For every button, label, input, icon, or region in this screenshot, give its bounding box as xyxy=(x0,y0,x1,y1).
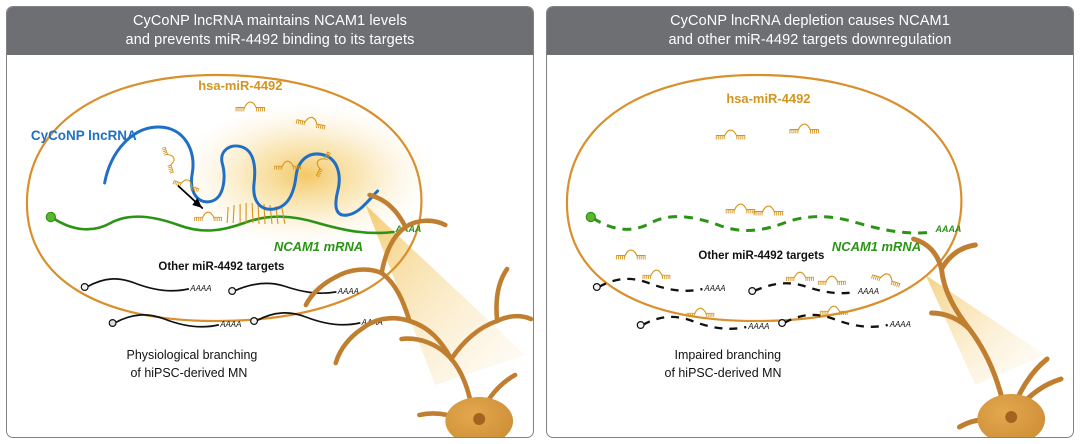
label-hsa-mir-4492: hsa-miR-4492 xyxy=(726,91,810,106)
mirna-bound-ncam1-2 xyxy=(753,205,784,216)
label-ncam1-mrna: NCAM1 mRNA xyxy=(832,239,921,254)
panel-right-header-text: CyCoNP lncRNA depletion causes NCAM1 and … xyxy=(669,12,952,50)
panel-right-body: AAAA hsa-miR-4492 NCAM1 mRNA Other miR-4… xyxy=(547,55,1073,437)
panel-left-header: CyCoNP lncRNA maintains NCAM1 levels and … xyxy=(7,7,533,55)
other-target-4: AAAA xyxy=(778,305,911,329)
caption-right-line1: Impaired branching xyxy=(675,348,782,362)
mirna-label-glyph-1 xyxy=(235,101,266,112)
ncam1-5prime-cap xyxy=(45,211,57,223)
mirna-free-2 xyxy=(789,123,820,134)
panel-left-header-line2: and prevents miR-4492 binding to its tar… xyxy=(125,32,415,48)
base-pair-ladder xyxy=(226,202,286,225)
mirna-bound-ncam1-1 xyxy=(725,203,756,214)
panel-left: CyCoNP lncRNA maintains NCAM1 levels and … xyxy=(6,6,534,438)
panel-right-header-line1: CyCoNP lncRNA depletion causes NCAM1 xyxy=(670,13,950,29)
cyconp-lncrna-strand xyxy=(103,125,380,217)
panel-left-body: AAAA xyxy=(7,55,533,437)
other-target-1-polya: AAAA xyxy=(189,284,211,293)
ncam1-mrna-strand-degraded: AAAA xyxy=(585,211,962,235)
mirna-free-1 xyxy=(715,129,746,140)
inhibition-arrow xyxy=(177,185,204,209)
ncam1-polya-tail: AAAA xyxy=(395,224,422,234)
caption-right-line2: of hiPSC-derived MN xyxy=(665,366,782,380)
panel-right: CyCoNP lncRNA depletion causes NCAM1 and … xyxy=(546,6,1074,438)
panel-right-header: CyCoNP lncRNA depletion causes NCAM1 and … xyxy=(547,7,1073,55)
other-target-2-polya: AAAA xyxy=(337,287,359,296)
cell-membrane xyxy=(565,73,963,323)
other-target-1: AAAA xyxy=(80,278,212,293)
other-target-3: AAAA xyxy=(108,314,241,329)
other-target-2: AAAA xyxy=(228,282,359,296)
other-target-4: AAAA xyxy=(250,312,383,327)
mirna-bound-to-lncrna-1 xyxy=(161,145,179,174)
label-cyconp-lncrna: CyCoNP lncRNA xyxy=(31,128,137,143)
other-target-3-polya: AAAA xyxy=(219,320,241,329)
other-target-2: AAAA xyxy=(748,271,879,296)
other-target-3: AAAA xyxy=(636,307,769,331)
ncam1-mrna-strand: AAAA xyxy=(45,211,422,235)
neuron-nucleus xyxy=(473,413,486,425)
ncam1-5prime-cap xyxy=(585,211,597,223)
panel-left-header-text: CyCoNP lncRNA maintains NCAM1 levels and … xyxy=(126,12,415,50)
label-other-targets: Other miR-4492 targets xyxy=(698,250,824,262)
label-hsa-mir-4492: hsa-miR-4492 xyxy=(198,78,282,93)
caption-left-line1: Physiological branching xyxy=(127,348,258,362)
label-other-targets: Other miR-4492 targets xyxy=(158,261,284,273)
panel-left-header-line1: CyCoNP lncRNA maintains NCAM1 levels xyxy=(132,13,408,29)
label-ncam1-mrna: NCAM1 mRNA xyxy=(274,239,363,254)
other-target-2-polya: AAAA xyxy=(857,287,879,296)
other-target-row: AAAA AAAA AAAA xyxy=(592,269,911,331)
mirna-free-3 xyxy=(616,249,646,260)
panel-right-header-line2: and other miR-4492 targets downregulatio… xyxy=(668,32,952,48)
other-target-1: AAAA xyxy=(592,269,726,293)
ncam1-polya-tail: AAAA xyxy=(935,224,962,234)
other-target-4-polya: AAAA xyxy=(889,320,911,329)
other-target-1-polya: AAAA xyxy=(703,284,725,293)
caption-left-line2: of hiPSC-derived MN xyxy=(131,366,248,380)
cell-membrane xyxy=(25,73,423,323)
neuron-nucleus xyxy=(1005,411,1018,423)
mirna-free-4 xyxy=(870,269,903,288)
other-target-3-polya: AAAA xyxy=(747,322,769,331)
